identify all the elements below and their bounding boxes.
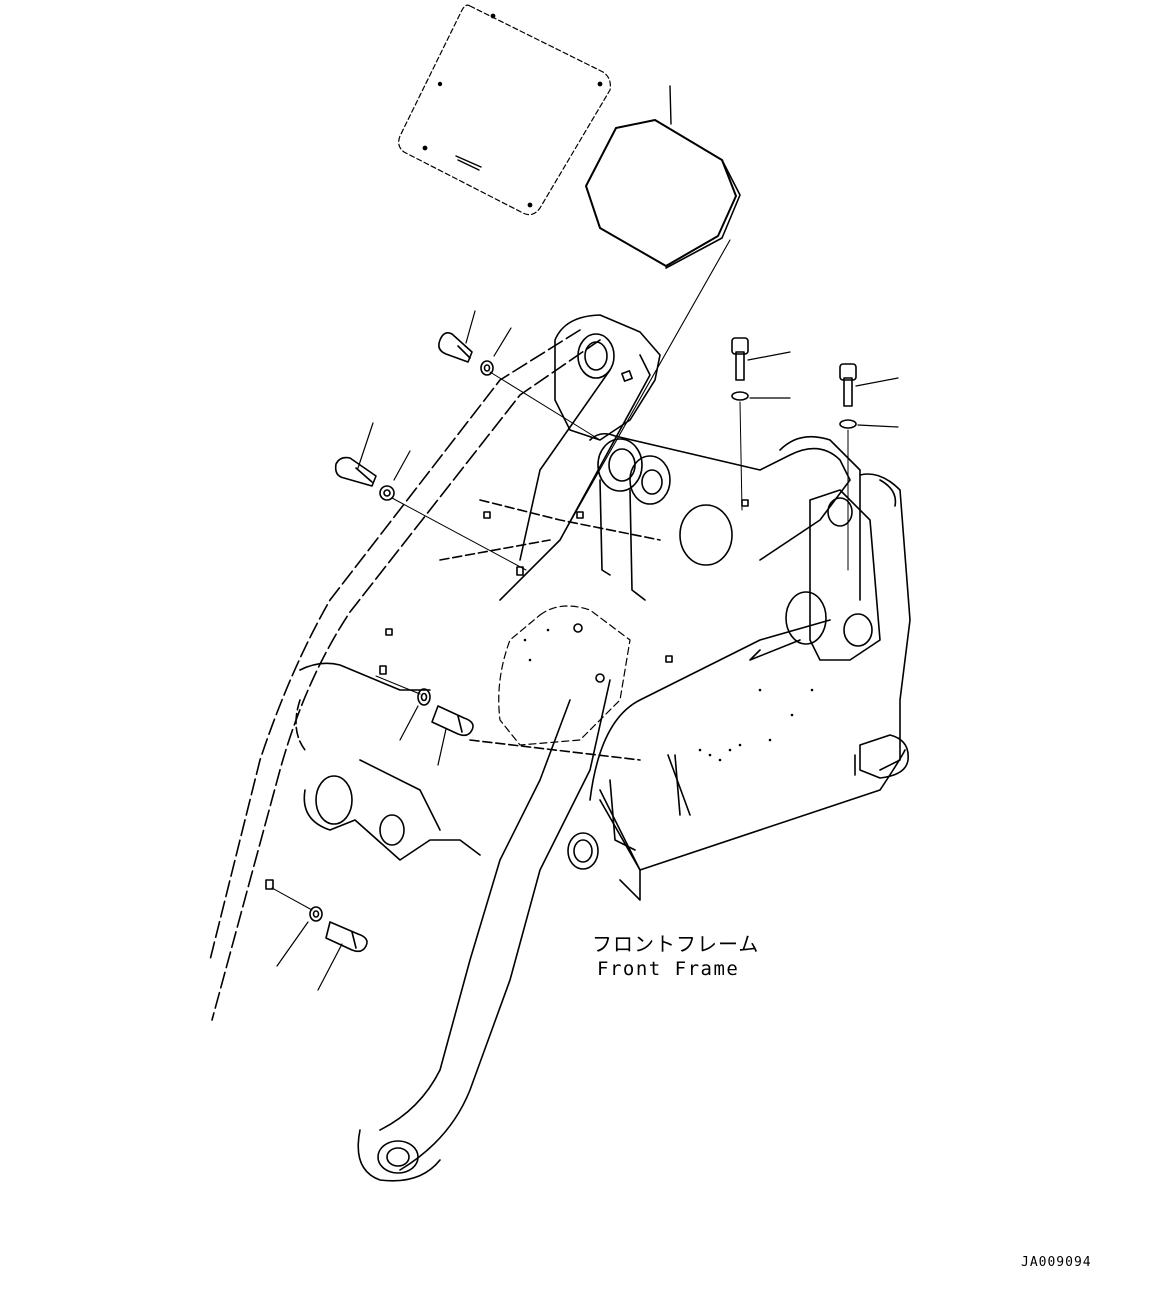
seal-plate <box>559 85 741 541</box>
bolt-group-lower-left <box>271 887 368 991</box>
bolt-group-lower-mid <box>375 675 474 766</box>
bolt-group-top-right-2 <box>839 363 899 571</box>
frame-label-japanese: フロントフレーム <box>592 932 760 956</box>
bolt-group-mid-left <box>334 422 527 571</box>
cover-plate <box>398 4 611 216</box>
bolt-group-top-right-1 <box>731 337 791 511</box>
bolt-group-top-left <box>438 310 601 441</box>
document-code: JA009094 <box>1021 1255 1092 1270</box>
frame-label-english: Front Frame <box>597 958 740 980</box>
front-frame <box>209 314 911 1182</box>
